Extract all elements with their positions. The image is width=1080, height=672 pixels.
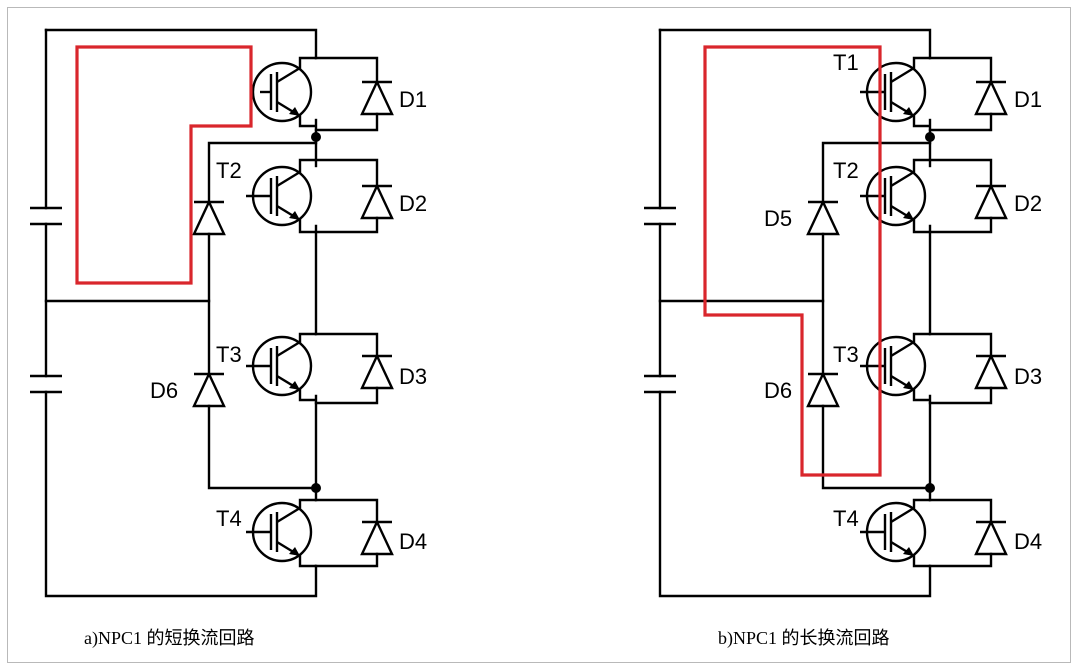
label-d4: D4 <box>399 529 427 554</box>
dc-link-capacitor-upper <box>644 206 676 226</box>
diode-d3 <box>974 353 1008 390</box>
diode-d3 <box>360 353 394 390</box>
dc-bus-wiring <box>44 28 318 598</box>
igbt-t3 <box>860 332 930 402</box>
switch-column-wiring <box>821 56 993 568</box>
label-d6: D6 <box>764 378 792 403</box>
igbt-t2 <box>246 158 316 234</box>
diode-d4 <box>974 519 1008 556</box>
label-t1: T1 <box>833 50 859 75</box>
igbt-t3 <box>246 332 316 402</box>
label-d5: D5 <box>764 206 792 231</box>
label-t2: T2 <box>833 158 859 183</box>
label-d3: D3 <box>1014 364 1042 389</box>
junction-dot <box>311 132 321 142</box>
igbt-t2 <box>860 158 930 234</box>
igbt-t1 <box>251 56 316 128</box>
label-t4: T4 <box>216 506 242 531</box>
clamp-diode-d6 <box>192 371 226 408</box>
label-d6: D6 <box>150 378 178 403</box>
label-d4: D4 <box>1014 529 1042 554</box>
clamp-diode-d5 <box>192 199 226 236</box>
igbt-t1 <box>860 56 930 128</box>
igbt-t4 <box>246 498 316 568</box>
label-t4: T4 <box>833 506 859 531</box>
diode-d2 <box>360 183 394 220</box>
igbt-t4 <box>860 498 930 568</box>
junction-dot <box>925 132 935 142</box>
junction-dot <box>311 483 321 493</box>
panel-b-caption: b)NPC1 的长换流回路 <box>718 628 890 649</box>
label-t3: T3 <box>833 342 859 367</box>
label-d1: D1 <box>1014 87 1042 112</box>
diode-d1 <box>360 79 394 116</box>
diode-d2 <box>974 183 1008 220</box>
dc-link-capacitor-lower <box>30 374 62 394</box>
dc-link-capacitor-upper <box>30 206 62 226</box>
dc-bus-wiring <box>658 28 932 598</box>
junction-dot <box>925 483 935 493</box>
dc-link-capacitor-lower <box>644 374 676 394</box>
label-d1: D1 <box>399 87 427 112</box>
figure-frame <box>7 7 1071 663</box>
label-d2: D2 <box>1014 191 1042 216</box>
short-commutation-loop-path <box>75 45 253 285</box>
panel-a-short-commutation-loop: T2 T3 T4 D1 D2 D3 D4 D6 a)NPC1 的短换流回路 <box>30 28 427 649</box>
label-t3: T3 <box>216 342 242 367</box>
clamp-diode-d5 <box>806 199 840 236</box>
panel-b-long-commutation-loop: T1 T2 T3 T4 D1 D2 D3 D4 D5 D6 b)NPC1 的长换… <box>644 28 1042 649</box>
diode-d4 <box>360 519 394 556</box>
long-commutation-loop-path <box>703 45 882 477</box>
panel-a-caption: a)NPC1 的短换流回路 <box>84 628 255 649</box>
diode-d1 <box>974 79 1008 116</box>
switch-column-wiring <box>207 56 379 568</box>
label-d2: D2 <box>399 191 427 216</box>
label-d3: D3 <box>399 364 427 389</box>
clamp-diode-d6 <box>806 371 840 408</box>
label-t2: T2 <box>216 158 242 183</box>
